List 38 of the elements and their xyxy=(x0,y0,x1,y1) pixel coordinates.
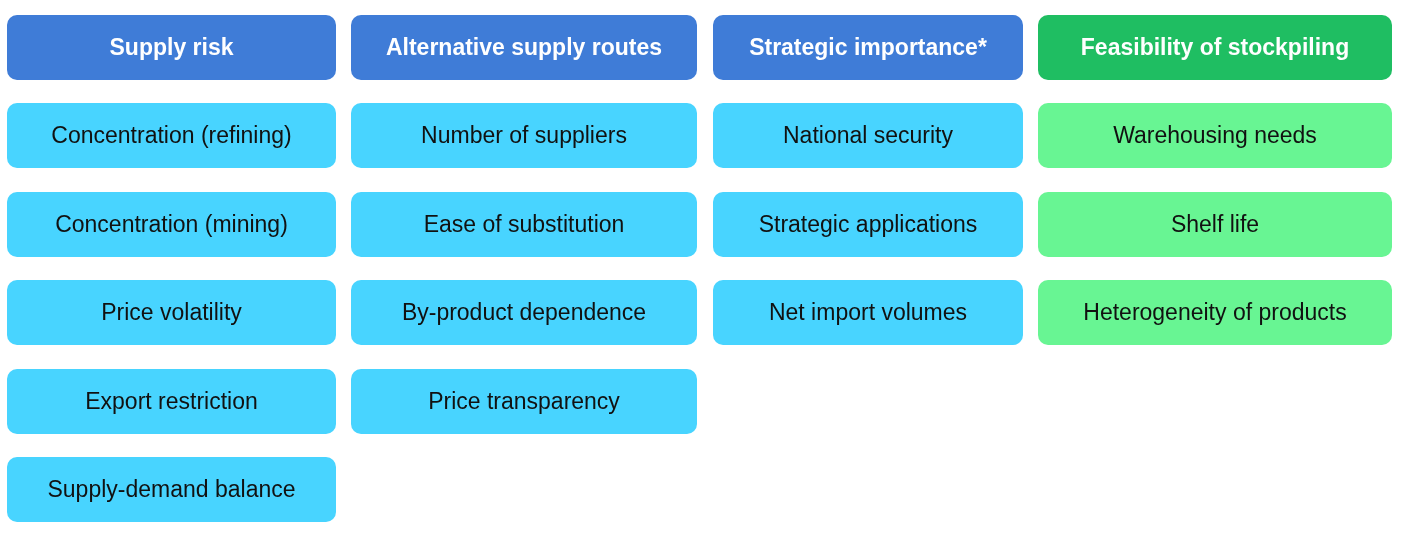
criterion-card xyxy=(351,192,697,257)
criterion-text: National security xyxy=(783,122,953,149)
criterion-card xyxy=(7,369,336,434)
criterion-card xyxy=(351,280,697,345)
criterion-text: Concentration (mining) xyxy=(55,211,288,238)
category-header xyxy=(351,15,697,80)
category-header xyxy=(1038,15,1392,80)
criterion-card xyxy=(713,192,1023,257)
criterion-card xyxy=(7,457,336,522)
criterion-card xyxy=(713,103,1023,168)
header-text: Feasibility of stockpiling xyxy=(1080,34,1350,61)
criterion-card xyxy=(7,103,336,168)
category-header xyxy=(713,15,1023,80)
criterion-card xyxy=(713,280,1023,345)
criterion-text: Net import volumes xyxy=(768,299,968,326)
criterion-card xyxy=(351,369,697,434)
header-text: Strategic importance* xyxy=(749,34,987,61)
criterion-text: Shelf life xyxy=(1170,211,1260,238)
criterion-text: Supply-demand balance xyxy=(47,476,296,503)
header-text: Supply risk xyxy=(109,34,234,61)
criterion-card xyxy=(1038,103,1392,168)
criterion-card xyxy=(1038,192,1392,257)
criterion-text: Concentration (refining) xyxy=(51,122,292,149)
criterion-text: Price volatility xyxy=(101,299,242,326)
criterion-text: Price transparency xyxy=(428,388,620,415)
criterion-text: Strategic applications xyxy=(758,211,978,238)
category-header xyxy=(7,15,336,80)
criterion-text: Export restriction xyxy=(85,388,258,415)
criterion-text: Ease of substitution xyxy=(423,211,625,238)
header-text: Alternative supply routes xyxy=(385,34,663,61)
criterion-card xyxy=(351,103,697,168)
criterion-text: Number of suppliers xyxy=(421,122,627,149)
criterion-card xyxy=(7,192,336,257)
criterion-text: Heterogeneity of products xyxy=(1083,299,1347,326)
criterion-card xyxy=(7,280,336,345)
criterion-card xyxy=(1038,280,1392,345)
criterion-text: Warehousing needs xyxy=(1113,122,1317,149)
criterion-text: By-product dependence xyxy=(401,299,647,326)
